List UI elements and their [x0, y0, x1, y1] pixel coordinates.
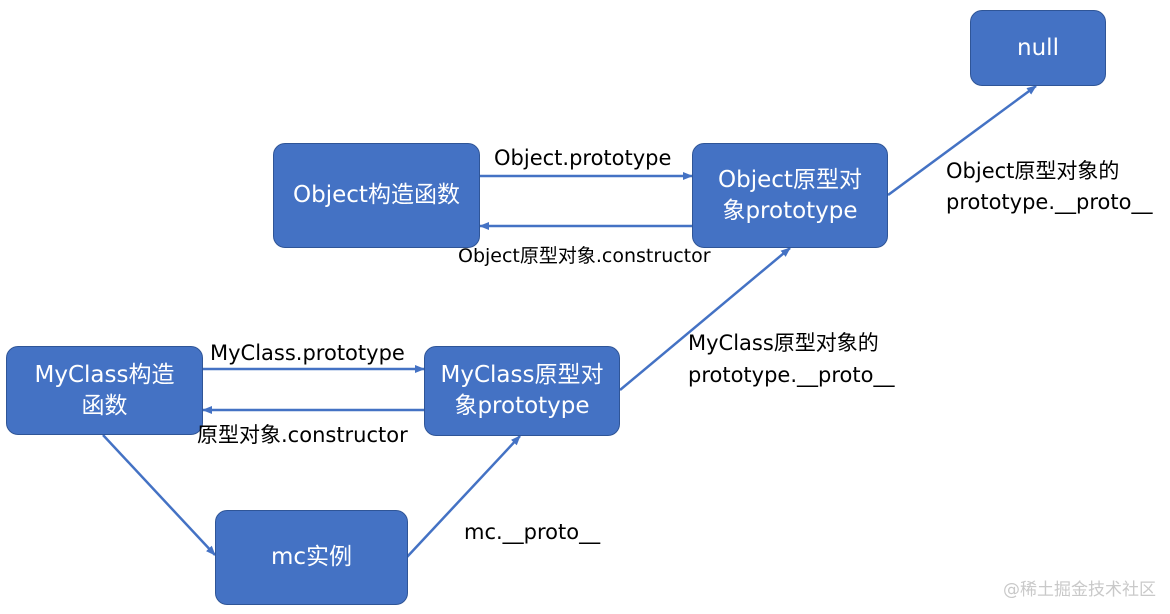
label-mc-proto: mc.__proto__ — [464, 520, 601, 544]
arrow-ctor-to-instance — [102, 434, 216, 556]
arrow-object-proto-to-null — [887, 84, 1037, 197]
label-object-proto-chain-2: prototype.__proto__ — [946, 190, 1153, 214]
label-myclass-proto-chain-1: MyClass原型对象的 — [688, 331, 879, 355]
label-myclass-proto-chain-2: prototype.__proto__ — [688, 363, 895, 387]
arrow-instance-to-myclass-proto — [406, 435, 521, 558]
mc-instance-node: mc实例 — [215, 510, 408, 605]
myclass-constructor-node: MyClass构造函数 — [6, 346, 203, 435]
watermark: @稀土掘金技术社区 — [1003, 580, 1156, 600]
label-object-prototype: Object.prototype — [494, 146, 672, 170]
label-myclass-constructor: 原型对象.constructor — [197, 423, 408, 447]
object-constructor-node: Object构造函数 — [273, 143, 480, 248]
object-prototype-node: Object原型对象prototype — [692, 143, 888, 248]
arrow-myclass-proto-to-object-proto — [619, 247, 791, 391]
label-object-proto-chain-1: Object原型对象的 — [946, 159, 1120, 183]
label-object-constructor: Object原型对象.constructor — [458, 245, 711, 267]
null-node: null — [970, 10, 1106, 86]
myclass-prototype-node: MyClass原型对象prototype — [424, 346, 620, 436]
label-myclass-prototype: MyClass.prototype — [210, 341, 405, 365]
